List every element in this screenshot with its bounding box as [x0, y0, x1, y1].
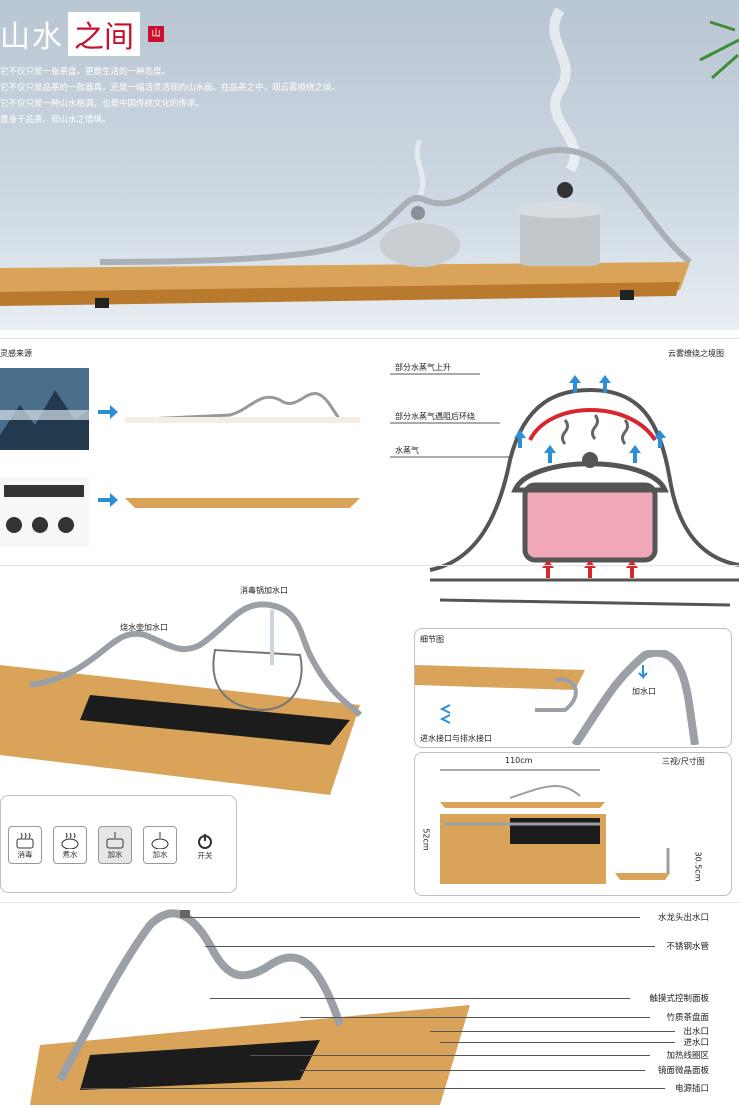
leader-line [300, 1017, 650, 1018]
inspiration-label: 灵感来源 [0, 349, 32, 358]
label-steam-rise: 部分水蒸气上升 [395, 363, 451, 372]
steam-diagram-title: 云雾缭绕之境图 [668, 349, 724, 358]
steam-diagram-illustration [390, 373, 739, 607]
leader-line [250, 1055, 650, 1056]
callout-steel-pipe: 不锈钢水管 [666, 942, 709, 952]
intro-line: 它不仅只是品茶的一款器具，还是一幅活灵活现的山水画。在品茶之中，观云雾缭绕之境。 [0, 83, 341, 93]
add-water-pot-icon [106, 832, 124, 849]
dimension-panel-title: 三视/尺寸图 [662, 757, 705, 766]
leader-line [430, 1031, 675, 1032]
control-button-add-water-pot[interactable]: 加水 [98, 826, 132, 864]
leader-line [440, 1042, 675, 1043]
callout-bamboo-surface: 竹质茶盘面 [666, 1013, 709, 1023]
control-button-power[interactable]: 开关 [188, 826, 222, 864]
label-steam: 水蒸气 [395, 446, 419, 455]
label-kettle-inlet: 烧水壶加水口 [120, 623, 168, 632]
intro-text: 它不仅只是一张茶盘，更是生活的一种态度。 它不仅只是品茶的一款器具，还是一幅活灵… [0, 64, 420, 128]
leader-line [190, 917, 640, 918]
bamboo-leaf-icon [699, 20, 739, 80]
hero-banner: 山水 之间 山 它不仅只是一张茶盘，更是生活的一种态度。 它不仅只是品茶的一款器… [0, 0, 739, 330]
section-divider [0, 338, 739, 339]
dimension-illustration [440, 769, 670, 884]
callout-leaders [0, 905, 739, 1105]
callout-glass-panel: 镜面微晶面板 [657, 1066, 709, 1076]
product-perspective-illustration [0, 601, 363, 795]
title-part1: 山水 [0, 20, 64, 55]
control-label: 加水 [152, 850, 168, 859]
callout-power-socket: 电源插口 [674, 1084, 709, 1094]
control-button-sterilize[interactable]: 消毒 [8, 826, 42, 864]
section-divider [0, 565, 739, 566]
section-divider [0, 902, 739, 903]
intro-line: 置身于品茶、观山水之情境。 [0, 115, 111, 125]
label-steam-circle: 部分水蒸气遇阻后环绕 [395, 412, 475, 421]
hero-product-illustration [0, 7, 739, 308]
control-label: 加水 [107, 850, 123, 859]
control-label: 煮水 [62, 850, 78, 859]
intro-line: 它不仅只是一种山水格调，也是中国传统文化的传承。 [0, 99, 205, 109]
power-icon [198, 834, 212, 849]
detail-illustration [415, 650, 699, 745]
label-sterilize-inlet: 消毒锅加水口 [240, 586, 288, 595]
control-label: 开关 [197, 851, 213, 860]
leader-line [80, 1088, 665, 1089]
right-arrow-icon [98, 493, 118, 507]
pot-icon [522, 482, 658, 563]
intro-line: 它不仅只是一张茶盘，更是生活的一种态度。 [0, 67, 171, 77]
right-arrow-icon [98, 405, 118, 419]
callout-inlet: 进水口 [683, 1038, 709, 1048]
add-water-kettle-icon [151, 832, 169, 849]
detail-panel-title: 细节图 [420, 635, 444, 644]
red-seal-icon: 山 [148, 26, 164, 42]
callout-heating-coil: 加热线圈区 [666, 1051, 709, 1061]
title-part2: 之间 [68, 12, 140, 56]
control-button-boil[interactable]: 煮水 [53, 826, 87, 864]
control-label: 消毒 [17, 850, 33, 859]
callout-outlet: 出水口 [683, 1027, 709, 1037]
callout-product-illustration [30, 909, 470, 1105]
sterilize-pot-icon [16, 832, 34, 849]
inspiration-illustration [0, 368, 360, 547]
leader-line [210, 998, 630, 999]
callout-faucet-outlet: 水龙头出水口 [657, 913, 709, 923]
leader-line [205, 946, 655, 947]
leader-line [300, 1070, 645, 1071]
control-button-add-water-kettle[interactable]: 加水 [143, 826, 177, 864]
label-inlet: 加水口 [632, 687, 656, 696]
hero-title: 山水 之间 山 [0, 12, 164, 56]
callout-touch-panel: 触摸式控制面板 [649, 994, 709, 1004]
label-connectors: 进水接口与排水接口 [420, 734, 492, 743]
dimension-width: 110cm [505, 756, 533, 765]
kettle-icon [61, 832, 79, 849]
control-buttons: 消毒 煮水 加水 加水 开关 [8, 826, 222, 864]
